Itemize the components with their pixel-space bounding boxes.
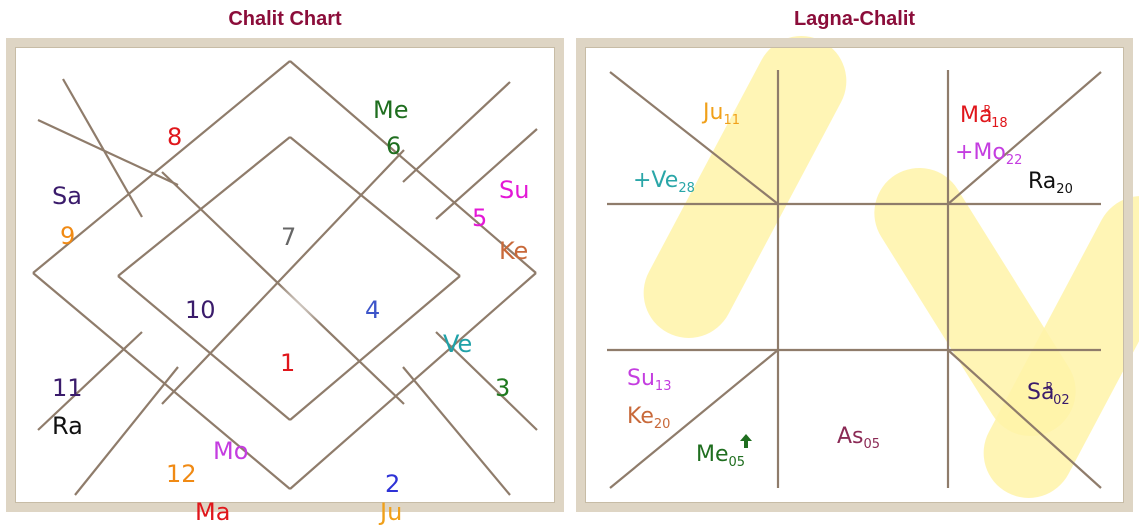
house-number-8: 8 — [167, 123, 182, 151]
house-number-12: 12 — [166, 460, 197, 488]
planet-ve: Ve — [443, 330, 472, 358]
chalit-chart-title: Chalit Chart — [0, 6, 570, 32]
planet-mo: Mo — [213, 437, 248, 465]
house-number-5: 5 — [472, 204, 487, 232]
lagna-planet-mo: +Mo22 — [955, 140, 1022, 174]
lagna-planet-ve: +Ve28 — [633, 168, 695, 202]
lagna-ascendant-as: As05 — [837, 424, 880, 458]
chalit-chart: 1 2 3 4 5 6 7 8 9 10 11 12 Me Su Ke Sa V… — [0, 32, 570, 518]
chalit-chart-lines — [0, 32, 570, 518]
lagna-planet-ra: Ra20 — [1028, 169, 1073, 203]
planet-su: Su — [499, 176, 529, 204]
center-glow — [258, 283, 322, 347]
house-number-2: 2 — [385, 470, 400, 498]
lagna-planet-ma: MaR18 — [960, 97, 1008, 137]
house-number-9: 9 — [60, 222, 75, 250]
house-number-7: 7 — [281, 223, 296, 251]
planet-ra: Ra — [52, 412, 83, 440]
lagna-planet-sa: SaR02 — [1027, 374, 1070, 414]
lagna-planet-ke: Ke20 — [627, 404, 670, 438]
planet-ke: Ke — [499, 237, 528, 265]
up-arrow-icon — [740, 434, 752, 448]
planet-ma: Ma — [195, 498, 230, 526]
lagna-planet-ju: Ju11 — [703, 100, 740, 134]
house-number-6: 6 — [386, 132, 401, 160]
house-number-1: 1 — [280, 349, 295, 377]
planet-me: Me — [373, 96, 408, 124]
house-number-3: 3 — [495, 374, 510, 402]
house-number-11: 11 — [52, 374, 83, 402]
lagna-planet-me: Me05 — [696, 442, 745, 476]
lagna-chalit-title: Lagna-Chalit — [570, 6, 1139, 32]
lagna-chalit-chart: Ju11 +Ve28 MaR18 +Mo22 Ra20 Su13 Ke20 Me… — [570, 32, 1139, 518]
lagna-planet-su: Su13 — [627, 366, 671, 400]
planet-ju: Ju — [380, 498, 402, 526]
chart-grid — [33, 61, 537, 495]
house-number-10: 10 — [185, 296, 216, 324]
planet-sa: Sa — [52, 182, 82, 210]
house-number-4: 4 — [365, 296, 380, 324]
